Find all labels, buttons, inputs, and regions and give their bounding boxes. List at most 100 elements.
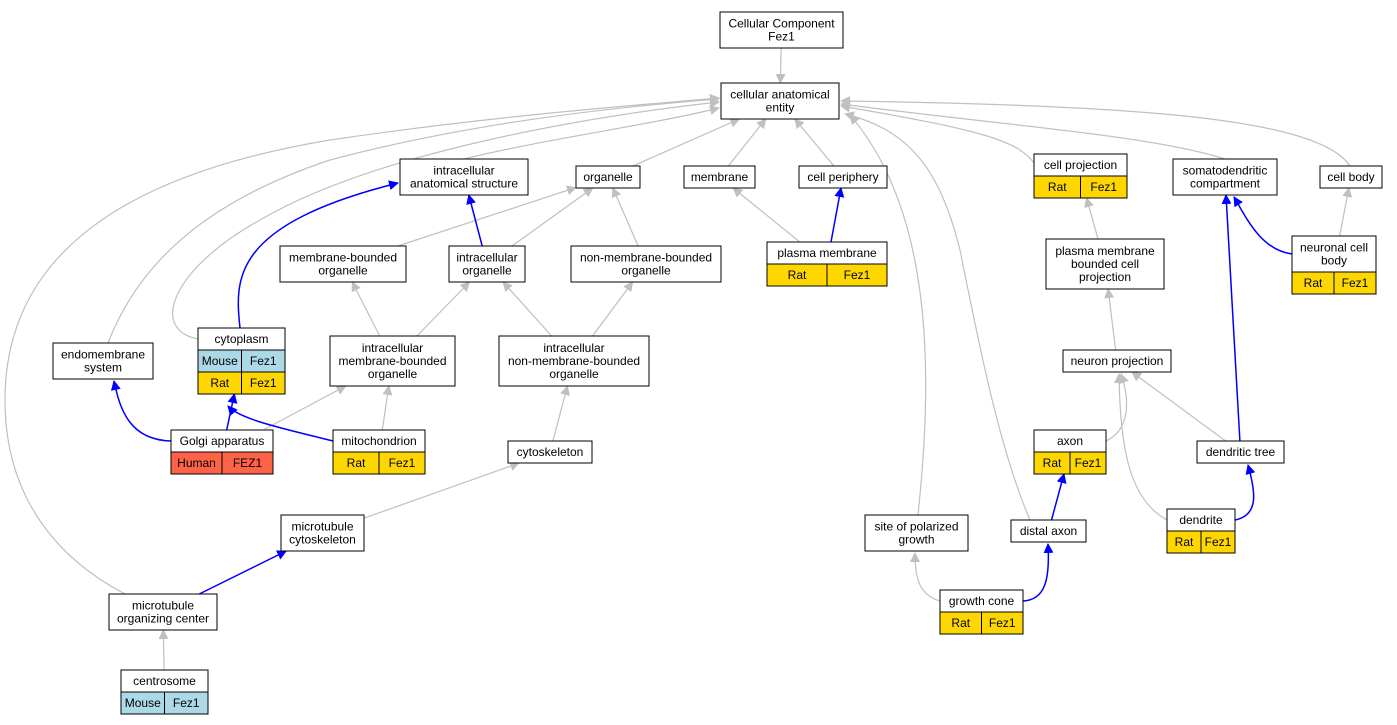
node-label-line: axon xyxy=(1057,434,1083,448)
node-box xyxy=(52,342,154,380)
node-label-line: projection xyxy=(1079,270,1131,284)
node-label-line: organelle xyxy=(462,264,512,278)
node-label-line: microtubule xyxy=(291,520,353,534)
edge-somato-to-cae xyxy=(840,100,1226,160)
gene-label: Fez1 xyxy=(173,696,200,710)
node-box xyxy=(279,245,407,283)
node-inmbo[interactable]: intracellularnon-membrane-boundedorganel… xyxy=(498,335,650,387)
gene-cell xyxy=(1069,451,1107,475)
node-organelle[interactable]: organelle xyxy=(575,165,641,189)
node-label-line: entity xyxy=(766,101,795,115)
node-label-line: organelle xyxy=(368,367,418,381)
species-label: Rat xyxy=(951,616,970,630)
edge-ias-to-cae xyxy=(463,105,720,160)
node-daxon[interactable]: distal axon xyxy=(1010,519,1087,543)
node-box xyxy=(719,11,844,49)
node-label-line: non-membrane-bounded xyxy=(508,354,640,368)
node-dtree[interactable]: dendritic tree xyxy=(1196,440,1285,464)
edge-cellperiph-to-cae xyxy=(794,118,835,167)
edge-golgi-to-endo xyxy=(110,380,172,442)
edges xyxy=(4,47,1353,671)
gene-label: Fez1 xyxy=(1205,535,1232,549)
node-box xyxy=(1172,158,1278,196)
edge-cellbody-to-cae xyxy=(840,96,1351,167)
node-label-line: cellular anatomical xyxy=(730,88,829,102)
node-membrane[interactable]: membrane xyxy=(683,165,756,189)
node-label-line: intracellular xyxy=(543,341,604,355)
edge-mito-to-cytoplasm xyxy=(227,405,334,442)
node-label-line: organelle xyxy=(621,264,671,278)
node-cellbody[interactable]: cell body xyxy=(1319,165,1383,189)
edge-cellproj-to-cae xyxy=(840,102,1037,167)
node-np[interactable]: neuron projection xyxy=(1062,349,1172,373)
edge-root-to-cae xyxy=(775,47,786,84)
node-cytosk[interactable]: cytoskeleton xyxy=(507,440,593,464)
edge-cytoplasm-to-ias xyxy=(237,180,399,329)
node-label-line: cytoskeleton xyxy=(289,533,356,547)
node-box xyxy=(1196,440,1285,464)
node-box xyxy=(448,245,526,283)
edge-endo-to-cae xyxy=(107,94,720,344)
node-box xyxy=(280,514,365,552)
edge-axon-to-np xyxy=(1105,373,1129,442)
node-box xyxy=(1319,165,1383,189)
node-label-line: microtubule xyxy=(132,599,194,613)
edge-dtree-to-somato xyxy=(1221,194,1241,442)
node-label-line: growth xyxy=(898,533,934,547)
node-label-line: plasma membrane xyxy=(1055,244,1155,258)
species-label: Rat xyxy=(1304,276,1323,290)
gene-cell xyxy=(221,451,274,475)
node-label-line: compartment xyxy=(1190,177,1261,191)
node-label-line: distal axon xyxy=(1020,524,1077,538)
node-box xyxy=(683,165,756,189)
edge-golgi-to-cytoplasm xyxy=(225,393,238,431)
node-label-line: cell projection xyxy=(1044,158,1117,172)
node-label-line: Fez1 xyxy=(768,30,795,44)
node-label-line: Golgi apparatus xyxy=(180,434,265,448)
node-label-line: organelle xyxy=(549,367,599,381)
node-label-line: organelle xyxy=(583,170,633,184)
gene-cell xyxy=(826,263,888,287)
species-label: Human xyxy=(177,456,216,470)
edge-io-to-organelle xyxy=(511,187,594,247)
species-label: Rat xyxy=(788,268,807,282)
gene-cell xyxy=(1333,271,1377,295)
node-box xyxy=(1010,519,1087,543)
edge-pmbcp-to-cellproj xyxy=(1084,197,1099,240)
node-label-line: growth cone xyxy=(949,594,1015,608)
node-cellperiph[interactable]: cell periphery xyxy=(798,165,888,189)
edge-organelle-to-cae xyxy=(632,118,741,167)
edge-daxon-to-axon xyxy=(1050,473,1067,521)
node-label-line: intracellular xyxy=(456,251,517,265)
gene-label: Fez1 xyxy=(250,354,277,368)
node-label-line: anatomical structure xyxy=(410,177,518,191)
edge-golgi-to-imbo xyxy=(262,385,347,431)
gene-label: Fez1 xyxy=(389,456,416,470)
node-label-line: membrane xyxy=(691,170,749,184)
edge-cytosk-to-inmbo xyxy=(552,385,570,442)
node-label-line: somatodendritic xyxy=(1183,164,1268,178)
